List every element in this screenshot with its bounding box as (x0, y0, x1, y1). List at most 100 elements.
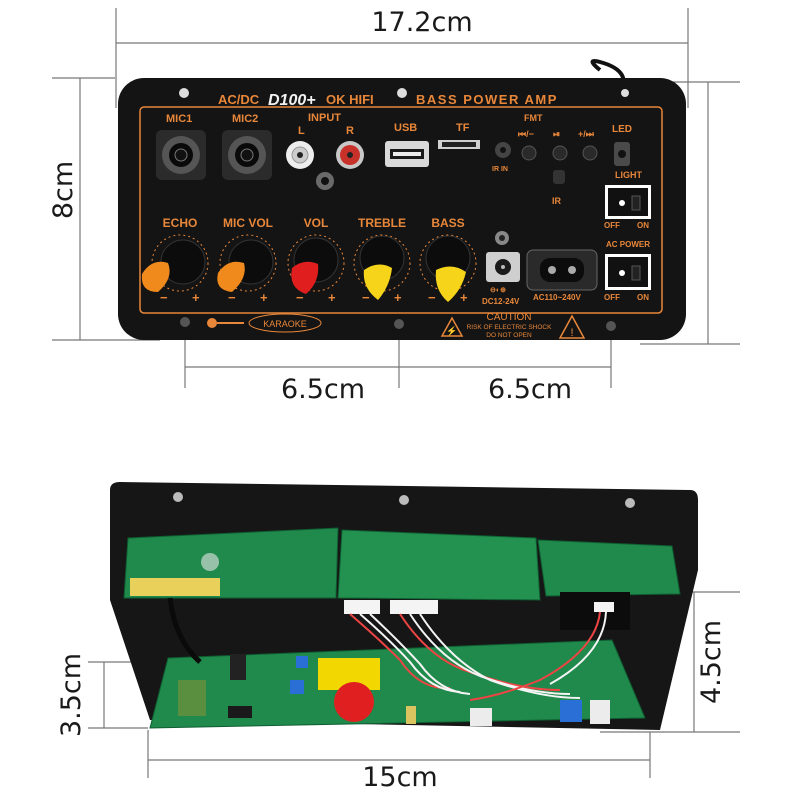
mic1-jack (156, 130, 206, 180)
light-label: LIGHT (615, 170, 642, 180)
panel-border (139, 106, 663, 314)
knob-label-vol: VOL (304, 216, 329, 230)
mic-vol-knob[interactable] (217, 234, 277, 292)
blue-component (296, 656, 308, 668)
tf-label: TF (456, 122, 470, 134)
mic2-label: MIC2 (232, 113, 258, 125)
white-connector (470, 708, 492, 726)
knob-label-treble: TREBLE (358, 216, 406, 230)
treble-knob[interactable] (353, 234, 411, 300)
caution-area: ⚡ CAUTION RISK OF ELECTRIC SHOCK DO NOT … (440, 312, 586, 339)
led-label: LED (612, 124, 632, 135)
vol-plus: + (328, 290, 336, 305)
knob-label-echo: ECHO (163, 216, 198, 230)
mic2-jack (222, 130, 272, 180)
prev-label: ⏮/− (518, 129, 534, 139)
pcb-marking (130, 578, 220, 596)
top-left-spacing-label: 6.5cm (281, 374, 365, 405)
blue-terminal (560, 700, 582, 722)
screw-hole (173, 492, 183, 502)
top-right-spacing-label: 6.5cm (488, 374, 572, 405)
input-label: INPUT (308, 112, 341, 124)
usb-port (385, 141, 429, 167)
bass-minus: − (428, 290, 436, 305)
karaoke-logo: KARAOKE (207, 313, 322, 333)
ac-voltage-label: AC110~240V (533, 293, 581, 302)
vol-knob[interactable] (287, 234, 345, 294)
ribbon-cables (349, 611, 607, 701)
header-model: D100+ (268, 92, 316, 109)
screw-hole (399, 495, 409, 505)
next-label: +/⏭ (578, 129, 595, 139)
play-pause-button[interactable] (552, 145, 568, 161)
top-height-label: 8cm (48, 161, 79, 219)
front-pcb-right (537, 539, 681, 597)
led-jack (614, 142, 630, 166)
screw-hole (179, 88, 189, 98)
echo-knob[interactable] (141, 234, 209, 292)
ir-in-label: IR IN (492, 166, 508, 173)
header-ok-hifi: OK HIFI (326, 92, 374, 107)
knob-label-mic-vol: MIC VOL (223, 216, 273, 230)
ir-label: IR (552, 196, 562, 206)
ic-chip (228, 706, 252, 718)
bass-plus: + (460, 290, 468, 305)
treble-minus: − (362, 290, 370, 305)
input-l-label: L (298, 125, 305, 137)
white-connector (590, 700, 610, 724)
svg-text:!: ! (570, 327, 573, 339)
ac-input-socket (526, 249, 598, 291)
play-label: ⏯ (553, 129, 560, 139)
fmt-label: FMT (524, 113, 543, 123)
dc-jack (486, 231, 520, 282)
rca-left-jack (286, 141, 314, 169)
front-pcb-middle (337, 529, 541, 601)
light-on-label: ON (637, 221, 649, 230)
light-off-label: OFF (604, 221, 620, 230)
bottom-width-label: 15cm (362, 762, 438, 790)
ir-in-jack (495, 142, 511, 158)
prev-button[interactable] (521, 145, 537, 161)
aux-jack (316, 172, 334, 190)
screw-hole (394, 319, 404, 329)
screw-hole (621, 89, 629, 97)
top-dimensions (52, 8, 740, 388)
next-button[interactable] (582, 145, 598, 161)
caution-title: CAUTION (487, 312, 532, 323)
mic-vol-plus: + (260, 290, 268, 305)
echo-minus: − (160, 290, 168, 305)
side-view (110, 482, 698, 730)
screw-hole (397, 88, 407, 98)
blue-component (290, 680, 304, 694)
mic1-label: MIC1 (166, 113, 192, 125)
black-wire (167, 597, 202, 664)
screw-hole (180, 317, 190, 327)
resistor (406, 706, 416, 724)
ac-off-label: OFF (604, 293, 620, 302)
input-r-label: R (346, 125, 354, 137)
knob-label-bass: BASS (431, 216, 464, 230)
warning-left-icon (440, 316, 464, 337)
svg-text:⚡: ⚡ (446, 325, 457, 337)
header-bass-power-amp: BASS POWER AMP (416, 92, 558, 107)
vol-minus: − (296, 290, 304, 305)
connector (390, 600, 438, 614)
connector (344, 600, 380, 614)
header-acdc: AC/DC (218, 92, 260, 107)
bottom-right-height-label: 4.5cm (696, 620, 727, 704)
mic-vol-minus: − (228, 290, 236, 305)
top-width-label: 17.2cm (371, 7, 472, 38)
main-pcb (149, 639, 646, 729)
echo-plus: + (192, 290, 200, 305)
bass-knob[interactable] (419, 234, 477, 302)
ir-sensor (553, 170, 565, 184)
caution-line-1: RISK OF ELECTRIC SHOCK (467, 324, 553, 331)
capacitor (230, 654, 246, 680)
caution-line-2: DO NOT OPEN (486, 332, 532, 339)
connector (594, 602, 614, 612)
red-capacitor (334, 682, 374, 722)
led-component (201, 553, 219, 571)
ac-power-label: AC POWER (606, 240, 650, 249)
karaoke-text: KARAOKE (263, 319, 307, 329)
